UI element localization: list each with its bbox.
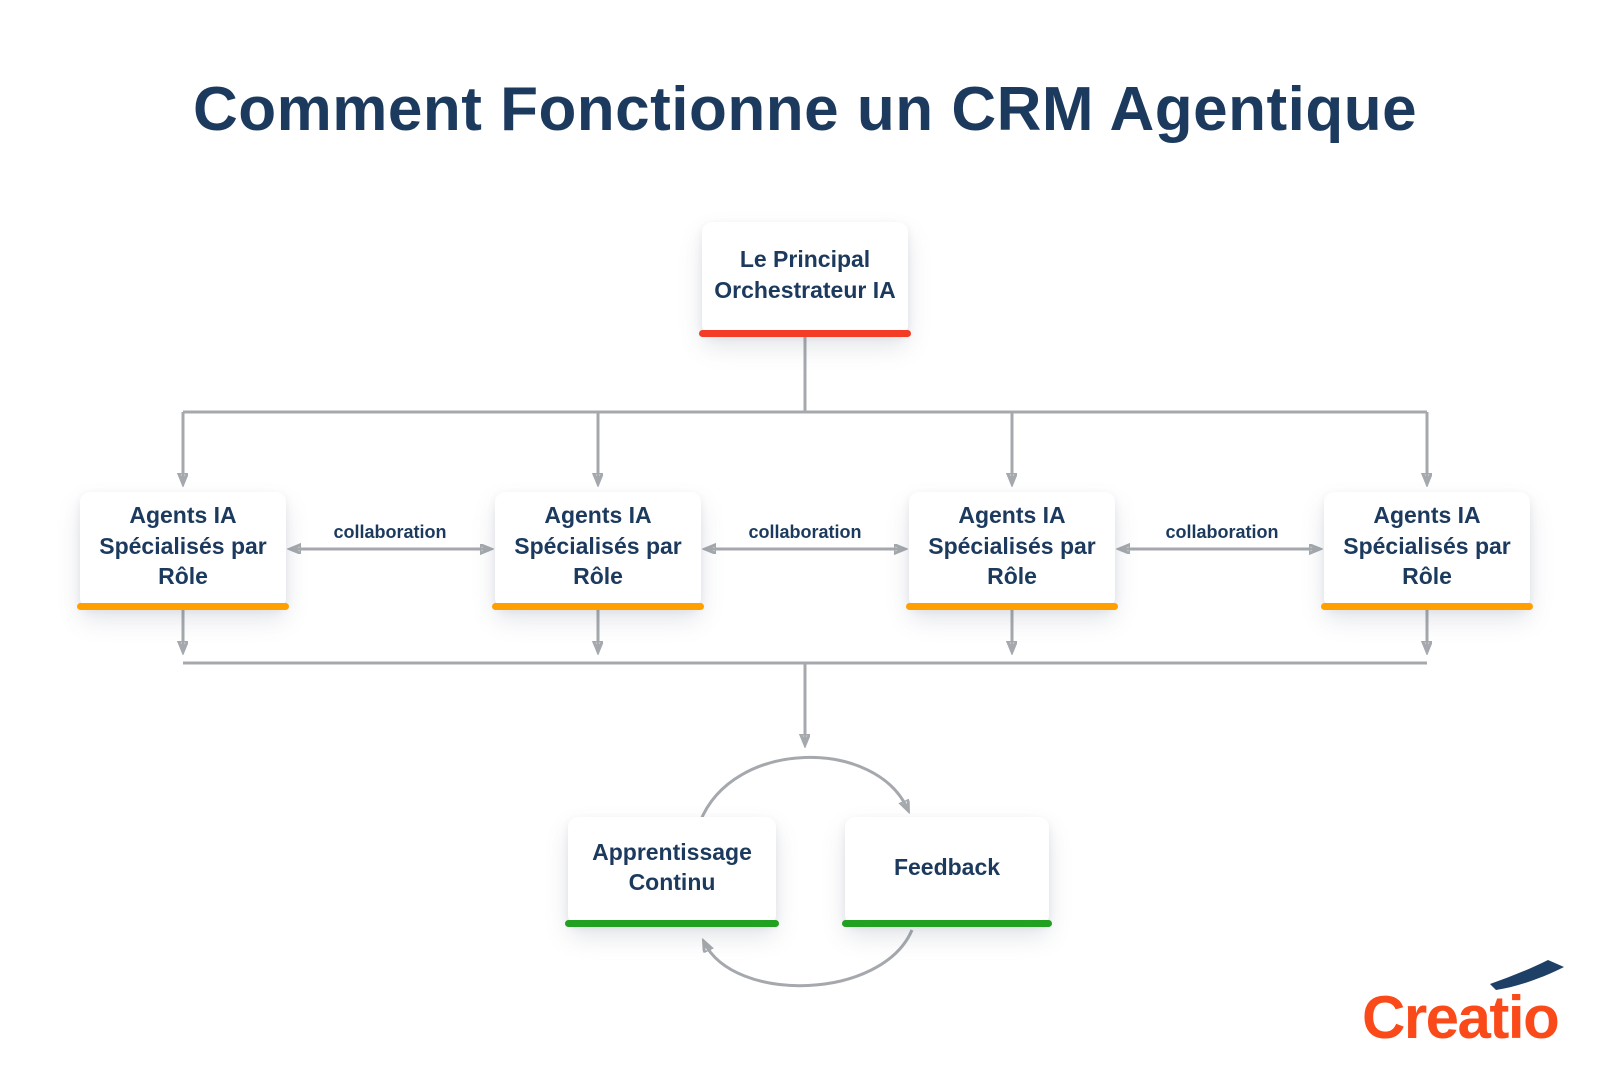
cycle-bottom-arc (704, 929, 914, 988)
accent-bar (699, 330, 911, 337)
cycle-node-learning: Apprentissage Continu (565, 817, 779, 927)
collector-connectors (183, 608, 1427, 744)
accent-bar (492, 603, 704, 610)
orchestrator-node: Le Principal Orchestrateur IA (699, 222, 911, 337)
agent-node-3: Agents IA Spécialisés par Rôle (906, 492, 1118, 610)
agent-label: Agents IA Spécialisés par Rôle (928, 502, 1096, 590)
agent-label: Agents IA Spécialisés par Rôle (514, 502, 682, 590)
accent-bar (906, 603, 1118, 610)
creatio-logo-arrow-icon (1490, 960, 1564, 990)
orchestrator-label: Le Principal Orchestrateur IA (714, 246, 896, 303)
accent-bar (842, 920, 1052, 927)
collaboration-label-3: collaboration (1165, 522, 1279, 542)
hierarchy-connectors (183, 335, 1427, 483)
agent-label: Agents IA Spécialisés par Rôle (99, 502, 267, 590)
cycle-learning-label: Apprentissage Continu (592, 838, 752, 895)
accent-bar (565, 920, 779, 927)
creatio-logo: Creatio (1362, 960, 1592, 1050)
collaboration-label-1: collaboration (333, 522, 447, 542)
collaboration-label-2: collaboration (748, 522, 862, 542)
agent-node-1: Agents IA Spécialisés par Rôle (77, 492, 289, 610)
agent-node-2: Agents IA Spécialisés par Rôle (492, 492, 704, 610)
accent-bar (77, 603, 289, 610)
cycle-top-arc (698, 756, 908, 823)
cycle-feedback-label: Feedback (893, 853, 1001, 880)
agent-node-4: Agents IA Spécialisés par Rôle (1321, 492, 1533, 610)
cycle-node-feedback: Feedback (842, 817, 1052, 927)
diagram-title: Comment Fonctionne un CRM Agentique (192, 75, 1418, 144)
agent-label: Agents IA Spécialisés par Rôle (1343, 502, 1511, 590)
accent-bar (1321, 603, 1533, 610)
creatio-logo-text: Creatio (1362, 984, 1560, 1051)
